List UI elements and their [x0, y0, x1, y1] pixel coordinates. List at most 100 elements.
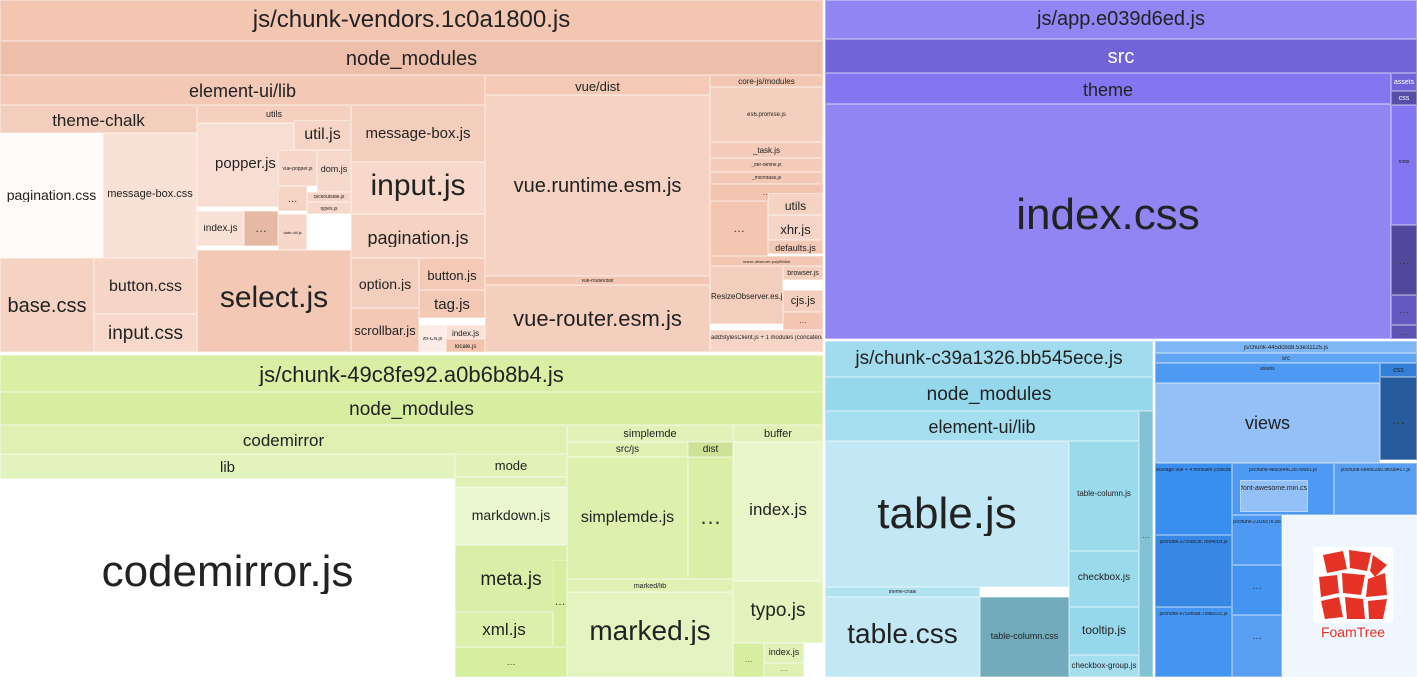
treemap-cell-more-11[interactable]: … — [688, 457, 733, 579]
treemap-cell-assets-header[interactable]: assets — [1391, 73, 1417, 91]
treemap-cell-core-js-modules-header[interactable]: core-js/modules — [710, 75, 823, 87]
treemap-cell-meta-js[interactable]: meta.js — [455, 545, 567, 612]
treemap-cell-more-7[interactable]: … — [1391, 295, 1417, 325]
treemap-cell-codemirror-header[interactable]: codemirror — [0, 425, 567, 454]
treemap-cell-more-16[interactable]: … — [1232, 565, 1282, 615]
treemap-cell-cjs-js[interactable]: cjs.js — [783, 290, 823, 312]
treemap-cell-table-css[interactable]: table.css — [825, 597, 980, 677]
treemap-cell-more-14[interactable]: … — [1139, 411, 1153, 677]
treemap-cell-more-6[interactable]: … — [1391, 225, 1417, 295]
treemap-cell-src-header-2[interactable]: src — [1155, 353, 1417, 363]
treemap-cell-views-header[interactable]: css — [1380, 363, 1417, 377]
treemap-cell-scrollbar-js[interactable]: scrollbar.js — [351, 308, 419, 352]
treemap-cell-chunk-4e6c[interactable]: Manage.vue + 4 modules (concatenated) — [1155, 463, 1232, 535]
treemap-cell-tag-js[interactable]: tag.js — [419, 290, 485, 318]
treemap-cell-vue-router-esm-js[interactable]: vue-router.esm.js — [485, 285, 710, 352]
treemap-cell-buffer-header[interactable]: buffer — [733, 425, 823, 442]
treemap-cell-microtask-js[interactable]: _microtask.js — [710, 172, 823, 184]
treemap-cell-utils-header[interactable]: utils — [197, 105, 351, 123]
treemap-cell-chunk-c39a-title[interactable]: js/chunk-c39a1326.bb545ece.js — [825, 341, 1153, 377]
treemap-cell-simplemde-header[interactable]: simplemde — [567, 425, 733, 442]
treemap-cell-input-js[interactable]: input.js — [351, 162, 485, 214]
treemap-cell-chunk-445d-title[interactable]: js/chunk-445dcbd8.53e31125.js — [1155, 341, 1417, 353]
treemap-cell-index-js-3[interactable]: index.js — [733, 442, 823, 581]
treemap-cell-theme-chalk-header-2[interactable]: theme-chalk — [825, 587, 980, 597]
treemap-cell-css-header[interactable]: css — [1391, 91, 1417, 105]
treemap-cell-chunk-6759[interactable]: js/chunk-2756bc3e.7b94cf2f.js — [1155, 535, 1232, 607]
treemap-cell-xml-js[interactable]: xml.js — [455, 612, 553, 647]
treemap-cell-pagination-css[interactable]: pagination.css — [0, 133, 103, 258]
treemap-cell-more-8[interactable]: … — [1391, 325, 1417, 339]
treemap-cell-table-column-css[interactable]: table-column.css — [980, 597, 1069, 677]
treemap-cell-checkbox-group-js[interactable]: checkbox-group.js — [1069, 655, 1139, 677]
treemap-cell-more-10[interactable]: … — [455, 647, 567, 677]
treemap-cell-markdown-js[interactable]: markdown.js — [455, 487, 567, 545]
treemap-cell-typo-js[interactable]: typo.js — [733, 581, 823, 643]
treemap-cell-more-15[interactable]: … — [1380, 377, 1417, 460]
treemap-cell-node-modules-header-3[interactable]: node_modules — [825, 377, 1153, 411]
treemap-cell-locale-js[interactable]: locale.js — [446, 339, 485, 352]
treemap-cell-index-css[interactable]: index.css — [825, 104, 1391, 339]
treemap-cell-marked-lib-header[interactable]: marked/lib — [567, 579, 733, 592]
treemap-cell-more-13[interactable]: … — [733, 643, 764, 677]
treemap-cell-date-util-js[interactable]: date-util.js — [278, 214, 307, 250]
treemap-cell-chunk-21f2[interactable]: js/chunk-6759f6a8.75fa0c22.js — [1155, 607, 1232, 677]
treemap-cell-checkbox-js[interactable]: checkbox.js — [1069, 551, 1139, 607]
treemap-cell-es6-promise-js[interactable]: es6.promise.js — [710, 87, 823, 142]
treemap-cell-vue-router-dist-header[interactable]: vue-router/dist — [485, 276, 710, 285]
treemap-cell-types-js[interactable]: types.js — [307, 202, 351, 214]
treemap-cell-mode-header[interactable]: mode — [455, 454, 567, 477]
treemap-cell-vue-popper-js[interactable]: vue-popper.js — [278, 150, 317, 186]
treemap-cell-app-title[interactable]: js/app.e039d6ed.js — [825, 0, 1417, 39]
treemap-cell-input-css[interactable]: input.css — [94, 314, 197, 352]
treemap-cell-vue-dist-header[interactable]: vue/dist — [485, 75, 710, 95]
treemap-cell-more-2[interactable]: … — [278, 186, 307, 211]
treemap-cell-chunk-vendors-title[interactable]: js/chunk-vendors.1c0a1800.js — [0, 0, 823, 41]
treemap-cell-node-modules-header-2[interactable]: node_modules — [0, 392, 823, 425]
treemap-cell-browser-js[interactable]: browser.js — [783, 266, 823, 280]
treemap-cell-index-js-1[interactable]: index.js — [197, 211, 244, 246]
treemap-cell-src-header[interactable]: src — [825, 39, 1417, 73]
treemap-cell-message-box-css[interactable]: message-box.css — [103, 133, 197, 258]
treemap-cell-chunk-49c8-title[interactable]: js/chunk-49c8fe92.a0b6b8b4.js — [0, 355, 823, 392]
treemap-cell-defaults-js[interactable]: defaults.js — [768, 240, 823, 254]
treemap-cell-dom-js[interactable]: dom.js — [317, 150, 351, 192]
treemap-cell-manage-vue[interactable]: font-awesome.min.css — [1240, 480, 1308, 512]
treemap-cell-codemirror-js[interactable]: codemirror.js — [0, 479, 455, 677]
treemap-cell-index-js-2[interactable]: index.js — [446, 325, 485, 339]
treemap-cell-option-js[interactable]: option.js — [351, 258, 419, 308]
treemap-cell-marked-js[interactable]: marked.js — [567, 592, 733, 677]
treemap-cell-base-css[interactable]: base.css — [0, 258, 94, 352]
treemap-cell-node-modules-header[interactable]: node_modules — [0, 41, 823, 75]
treemap-cell-element-ui-lib-header-2[interactable]: element-ui/lib — [825, 411, 1139, 441]
treemap-cell-xhr-js[interactable]: xhr.js — [768, 215, 823, 240]
treemap-cell-select-js[interactable]: select.js — [197, 250, 351, 352]
treemap-cell-message-box-js[interactable]: message-box.js — [351, 105, 485, 162]
treemap-cell-markdown-sub[interactable] — [455, 477, 567, 487]
treemap-cell-iter-define-js[interactable]: _iter-define.js — [710, 158, 823, 172]
treemap-cell-popper-js[interactable]: popper.js — [197, 123, 294, 207]
treemap-cell-more-9[interactable]: … — [553, 560, 567, 647]
treemap-cell-theme-header[interactable]: theme — [825, 73, 1391, 104]
treemap-cell-zh-cn-js[interactable]: zh-CN.js — [419, 325, 446, 352]
treemap-cell-resize-observer-header[interactable]: resize-observer-polyfill/dist — [710, 256, 823, 266]
treemap-cell-util-js[interactable]: util.js — [294, 120, 351, 150]
treemap-cell-more-5[interactable]: … — [783, 312, 823, 330]
treemap-cell-src-js-header[interactable]: src/js — [567, 442, 688, 457]
treemap-cell-resize-observer-es-js[interactable]: ResizeObserver.es.js — [710, 266, 783, 324]
treemap-cell-table-column-js[interactable]: table-column.js — [1069, 441, 1139, 551]
treemap-cell-clickoutside-js[interactable]: clickoutside.js — [307, 192, 351, 202]
treemap-cell-fonts[interactable]: fonts — [1391, 105, 1417, 225]
treemap-cell-chunk-7fb3[interactable]: js/chunk-21f26c7e.a5813d93.js — [1232, 515, 1282, 565]
treemap-cell-simplemde-js[interactable]: simplemde.js — [567, 457, 688, 579]
treemap-cell-index-js-4[interactable]: index.js — [764, 643, 804, 663]
treemap-cell-assets-header-2[interactable]: assets — [1155, 363, 1380, 383]
treemap-cell-font-awesome-min-css[interactable]: views — [1155, 383, 1380, 463]
treemap-cell-vue-runtime-esm-js[interactable]: vue.runtime.esm.js — [485, 95, 710, 276]
treemap-cell-button-css[interactable]: button.css — [94, 258, 197, 314]
treemap-cell-button-js[interactable]: button.js — [419, 258, 485, 290]
treemap-cell-utils-2[interactable]: utils — [768, 193, 823, 215]
treemap-cell-more-17[interactable]: … — [1232, 615, 1282, 677]
treemap-cell-more-12[interactable]: … — [764, 663, 804, 677]
